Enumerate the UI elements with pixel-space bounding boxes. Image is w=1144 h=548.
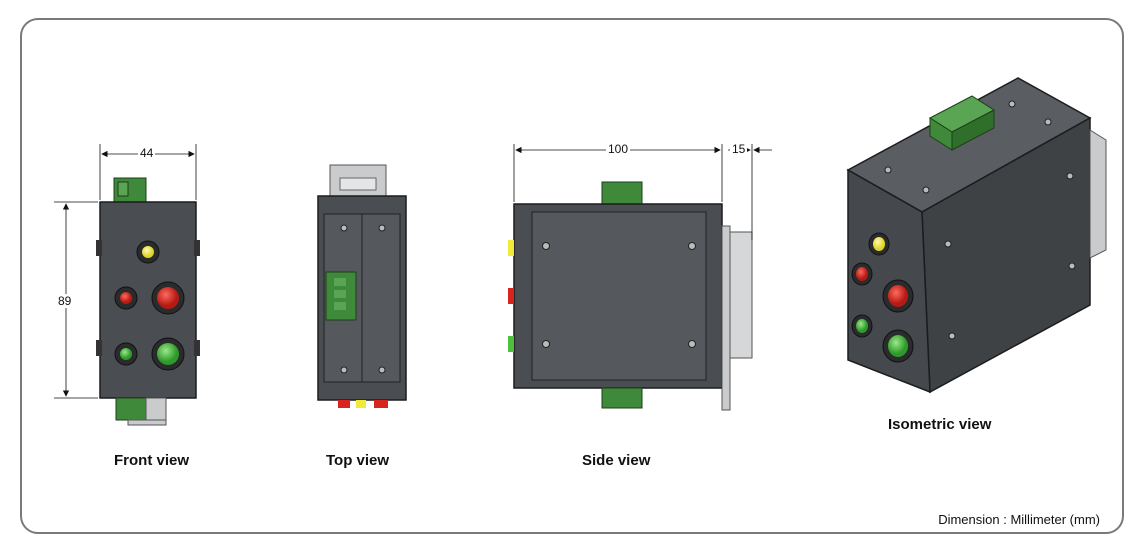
caption-top-view: Top view <box>326 452 390 469</box>
side-bottom-connector <box>601 387 643 409</box>
units-note: Dimension : Millimeter (mm) <box>938 512 1100 527</box>
caption-front-view: Front view <box>114 452 190 469</box>
front-red-button <box>157 287 179 309</box>
drawing-frame <box>20 18 1124 534</box>
dim-rail: 15 <box>730 142 748 156</box>
front-red-lamp <box>120 292 132 304</box>
side-top-connector <box>601 181 643 205</box>
front-yellow-lamp <box>142 246 154 258</box>
iso-red-lamp <box>856 267 868 281</box>
iso-green-button <box>888 335 908 357</box>
caption-side-view: Side view <box>582 452 651 469</box>
front-green-lamp <box>120 348 132 360</box>
iso-red-button <box>888 285 908 307</box>
dim-height: 89 <box>56 294 74 308</box>
iso-green-lamp <box>856 319 868 333</box>
caption-isometric-view: Isometric view <box>888 416 992 433</box>
side-view <box>508 144 772 411</box>
front-view <box>54 144 200 426</box>
front-green-button <box>157 343 179 365</box>
top-view <box>317 164 407 408</box>
front-bottom-connector <box>115 397 151 421</box>
side-din-rail <box>721 225 731 411</box>
dim-width: 44 <box>138 146 156 160</box>
isometric-view <box>846 77 1107 394</box>
iso-yellow-lamp <box>873 237 885 251</box>
dim-length: 100 <box>606 142 631 156</box>
